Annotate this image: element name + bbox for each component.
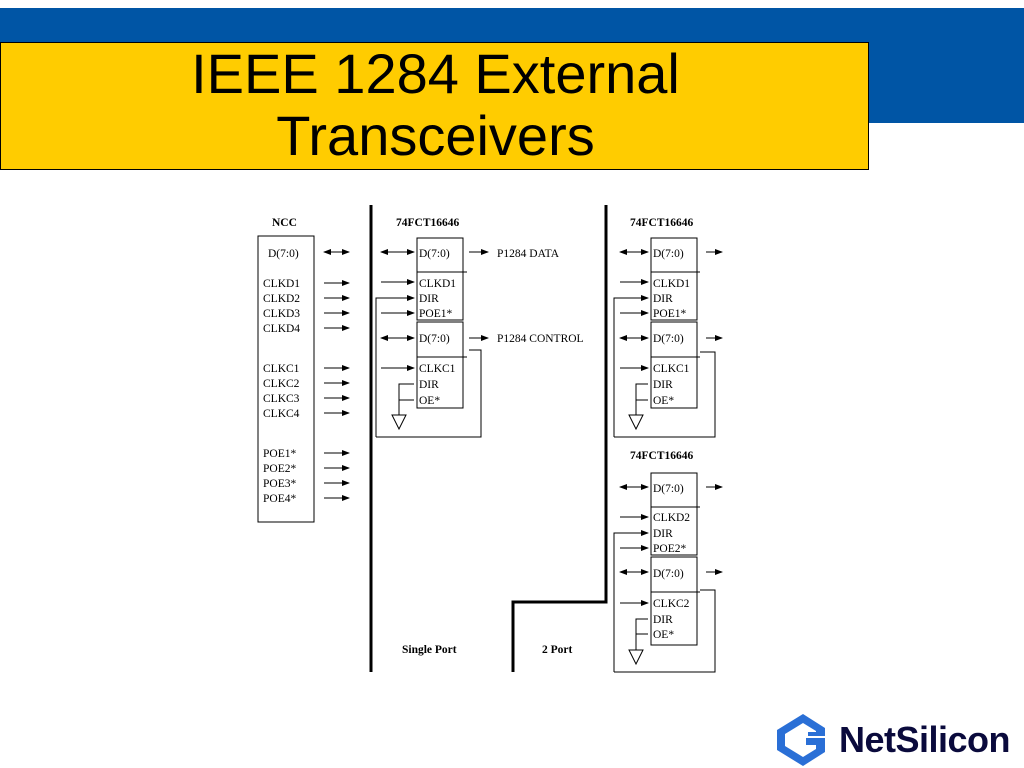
two-port-label: 2 Port [542, 644, 573, 656]
chip-pin: DIR [653, 614, 673, 626]
chip-pin: POE2* [653, 543, 686, 555]
chip-pin: DIR [653, 528, 673, 540]
slide-title: IEEE 1284 External Transceivers [1, 43, 870, 167]
ncc-label: NCC [272, 217, 297, 229]
ncc-pin: CLKD1 [263, 278, 300, 290]
ncc-pin: POE2* [263, 463, 296, 475]
chip-pin: DIR [653, 379, 673, 391]
single-port-chip-data [416, 237, 464, 321]
ncc-pin: POE3* [263, 478, 296, 490]
p1284-data-label: P1284 DATA [497, 248, 560, 260]
ncc-pin: POE4* [263, 493, 296, 505]
ncc-pin: D(7:0) [268, 248, 299, 260]
logo-text: NetSilicon [839, 719, 1011, 760]
chip-pin: D(7:0) [653, 248, 684, 260]
chip-pin: DIR [419, 293, 439, 305]
ncc-pin: CLKD4 [263, 323, 300, 335]
two-port-b-chip-control [650, 556, 698, 646]
ncc-pin: CLKC4 [263, 408, 300, 420]
ncc-pin: CLKD2 [263, 293, 300, 305]
chip-pin: D(7:0) [653, 483, 684, 495]
ncc-pin: CLKD3 [263, 308, 300, 320]
chip-pin: POE1* [653, 308, 686, 320]
ncc-pin: CLKC3 [263, 393, 300, 405]
single-port-chip-control [416, 321, 464, 409]
chip-pin: OE* [653, 629, 674, 641]
two-port-a-chip-data [650, 237, 698, 321]
chip-pin: CLKC2 [653, 598, 690, 610]
two-port-a-chip-label: 74FCT16646 [630, 217, 694, 229]
two-port-a-chip-control [650, 321, 698, 409]
ncc-box [257, 235, 315, 523]
two-port-b-chip-data [650, 472, 698, 556]
title-line-1: IEEE 1284 External [191, 42, 680, 105]
single-port-label: Single Port [402, 644, 457, 656]
chip-pin: CLKD2 [653, 512, 690, 524]
chip-pin: D(7:0) [653, 333, 684, 345]
chip-pin: D(7:0) [419, 248, 450, 260]
chip-pin: POE1* [419, 308, 452, 320]
netsilicon-logo-icon [777, 714, 825, 766]
chip-pin: OE* [653, 395, 674, 407]
chip-pin: CLKC1 [419, 363, 456, 375]
chip-pin: D(7:0) [419, 333, 450, 345]
single-port-chip-label: 74FCT16646 [396, 217, 460, 229]
p1284-control-label: P1284 CONTROL [497, 333, 584, 345]
netsilicon-logo: NetSilicon [775, 712, 1024, 768]
chip-pin: DIR [653, 293, 673, 305]
title-line-2: Transceivers [276, 104, 595, 167]
chip-pin: OE* [419, 395, 440, 407]
chip-pin: CLKD1 [653, 278, 690, 290]
chip-pin: D(7:0) [653, 568, 684, 580]
ncc-pin: CLKC1 [263, 363, 300, 375]
title-box: IEEE 1284 External Transceivers [0, 42, 869, 170]
ncc-pin: CLKC2 [263, 378, 300, 390]
chip-pin: CLKD1 [419, 278, 456, 290]
chip-pin: CLKC1 [653, 363, 690, 375]
two-port-b-chip-label: 74FCT16646 [630, 450, 694, 462]
ncc-pin: POE1* [263, 448, 296, 460]
separator-line-2 [511, 205, 608, 672]
chip-pin: DIR [419, 379, 439, 391]
